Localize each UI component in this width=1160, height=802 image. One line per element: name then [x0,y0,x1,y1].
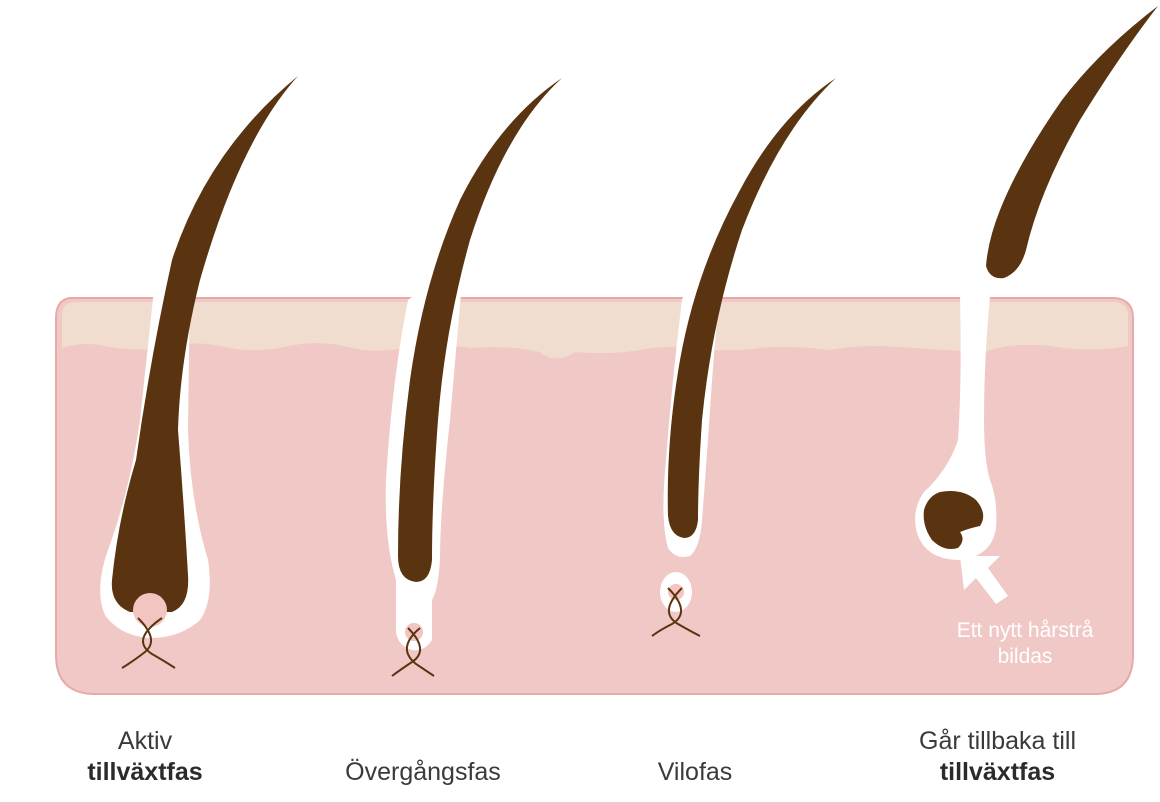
phase-label-aktiv: Aktiv tillväxtfas [60,726,230,788]
blood-vessel-aktiv [121,617,176,669]
papilla-aktiv [133,593,167,627]
hair-tillbaka [986,6,1158,279]
blood-vessel-vilofas [651,587,701,637]
phase-label-tillbaka: Går tillbaka till tillväxtfas [880,726,1115,788]
blood-vessel-overgang [391,627,435,677]
hair-overgang [398,78,562,582]
phase-tillbaka-line2: tillväxtfas [939,758,1056,786]
epidermis-layer [62,302,1128,359]
skin-block [55,297,1134,695]
phase-overgang-name: Övergångsfas [345,758,501,786]
phase-tillbaka-line1: Går tillbaka till [919,727,1076,755]
papilla-overgang [405,623,423,641]
papilla-vilofas-core [668,584,684,600]
arrow-icon [960,556,1008,604]
phase-vilofas-name: Vilofas [657,758,733,786]
hair-vilofas [667,78,836,538]
phase-aktiv-line1: Aktiv [117,727,173,755]
new-hair-note-line1: Ett nytt hårstrå [956,619,1094,642]
phase-label-overgang: Övergångsfas [318,757,528,788]
new-hair-bulb [923,491,984,549]
follicle-tillbaka [915,296,997,560]
phase-label-vilofas: Vilofas [620,757,770,788]
new-hair-note-line2: bildas [997,645,1053,668]
hair-aktiv [111,76,299,612]
phase-aktiv-line2: tillväxtfas [87,758,203,786]
new-hair-note: Ett nytt hårstrå bildas [920,618,1130,670]
